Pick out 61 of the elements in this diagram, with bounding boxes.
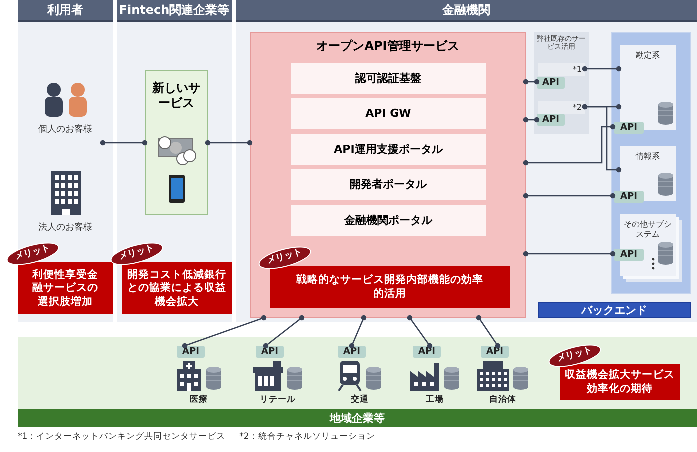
connector <box>582 104 622 173</box>
module-box: API運用支援ポータル <box>291 134 486 165</box>
merit-text: 利便性享受金融サービスの選択肢増加 <box>31 268 100 310</box>
connector <box>523 193 616 199</box>
api-tag: API <box>413 346 441 358</box>
api-tag: API <box>537 77 565 89</box>
connector <box>582 66 622 72</box>
module-box: API GW <box>291 98 486 129</box>
system-label: その他サブシステム <box>623 220 673 240</box>
service-label-box: *1 <box>538 63 585 76</box>
connector <box>476 315 501 349</box>
module-box: 金融機関ポータル <box>291 205 486 236</box>
footnote: *1：インターネットバンキング共同センタサービス <box>18 431 226 443</box>
module-box: 開発者ポータル <box>291 169 486 200</box>
connector <box>263 315 305 349</box>
section-band: 地域企業等 <box>18 409 697 427</box>
system-label: 勘定系 <box>635 51 661 61</box>
customer-label: 個人のお客様 <box>38 124 92 136</box>
connector <box>523 124 616 166</box>
box-title: オープンAPI管理サービス <box>316 38 460 55</box>
system-box <box>620 45 676 130</box>
facility-label: 工場 <box>426 394 444 406</box>
api-tag: API <box>177 346 205 358</box>
system-label: 情報系 <box>634 152 661 162</box>
footnote: *2：統合チャネルソリューション <box>240 431 376 443</box>
service-box <box>145 70 208 215</box>
api-tag: API <box>256 346 284 358</box>
facility-label: 自治体 <box>490 394 516 406</box>
merit-text: 収益機会拡大サービス効率化の期待 <box>565 369 675 397</box>
connector <box>205 140 253 146</box>
connector <box>523 117 540 123</box>
connector <box>349 315 367 349</box>
column-header: 金融機関 <box>236 0 697 22</box>
box-title: 新しいサービス <box>152 81 202 111</box>
api-tag: API <box>481 346 509 358</box>
merit-text: 戦略的なサービス開発内部機能の効率的活用 <box>295 274 484 302</box>
column-header: 利用者 <box>18 0 113 22</box>
api-tag: API <box>614 249 644 261</box>
service-label-box: *2 <box>538 101 585 114</box>
facility-label: 交通 <box>351 394 369 406</box>
section-band: バックエンド <box>538 302 691 318</box>
api-tag: API <box>614 122 644 134</box>
connector <box>523 251 616 257</box>
facility-label: リテール <box>260 394 296 406</box>
connector <box>523 79 540 85</box>
merit-text: 開発コスト低減銀行との協業による収益機会拡大 <box>127 268 227 310</box>
api-tag: API <box>338 346 366 358</box>
facility-label: 医療 <box>190 394 208 406</box>
module-box: 認可認証基盤 <box>291 63 486 94</box>
system-box <box>620 214 676 276</box>
service-panel <box>534 32 589 134</box>
connector <box>100 140 148 146</box>
connector <box>182 315 267 349</box>
system-box <box>620 146 676 201</box>
backend-panel <box>611 32 691 294</box>
connector <box>407 315 433 349</box>
api-tag: API <box>537 114 565 126</box>
platform-box <box>250 32 526 318</box>
customer-label: 法人のお客様 <box>38 222 92 234</box>
column-header: Fintech関連企業等 <box>117 0 232 22</box>
api-tag: API <box>614 191 644 203</box>
